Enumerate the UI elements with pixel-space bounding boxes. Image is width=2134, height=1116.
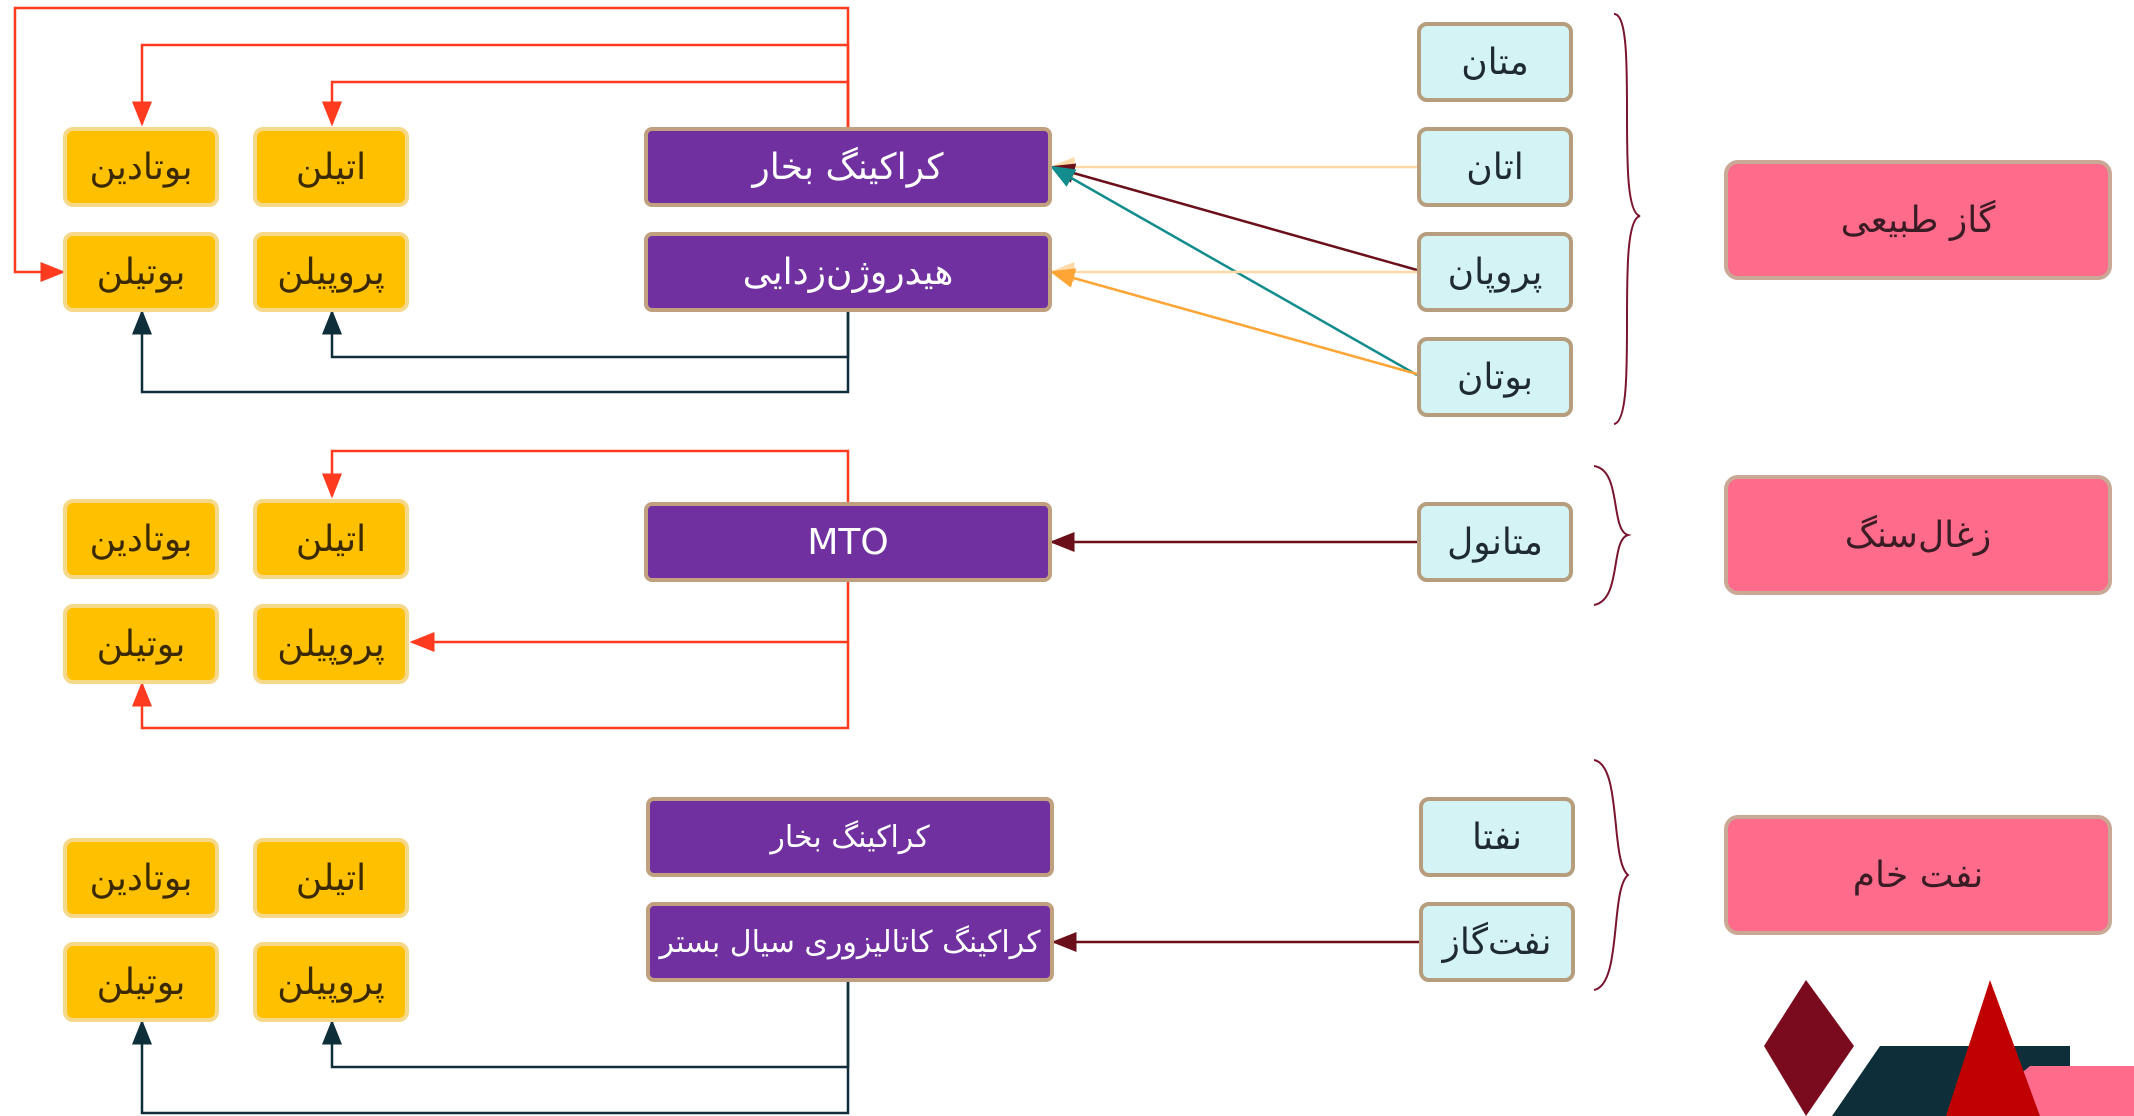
brace-coal — [1593, 465, 1632, 606]
decor-red-triangle — [1946, 980, 2040, 1116]
source-natural-gas: گاز طبیعی — [1724, 160, 2112, 280]
product-butylene-coal: بوتیلن — [63, 604, 219, 684]
product-ethylene-oil: اتیلن — [253, 838, 409, 918]
process-steam-cracking-oil: کراکینگ بخار — [646, 797, 1054, 877]
product-butadiene-coal: بوتادین — [63, 499, 219, 579]
feed-methanol: متانول — [1417, 502, 1573, 582]
process-steam-cracking-oil-label: کراکینگ بخار — [770, 819, 930, 855]
product-propylene-label: پروپیلن — [277, 251, 385, 293]
product-ethylene-gas: اتیلن — [253, 127, 409, 207]
process-dehydrogenation: هیدروژن‌زدایی — [644, 232, 1052, 312]
feed-ethane: اتان — [1417, 127, 1573, 207]
product-butadiene-label: بوتادین — [89, 857, 193, 899]
feed-gasoil: نفت‌گاز — [1419, 902, 1575, 982]
line-fcc-to-butylene — [132, 982, 850, 1115]
source-coal: زغال‌سنگ — [1724, 475, 2112, 595]
feed-gasoil-label: نفت‌گاز — [1442, 921, 1552, 963]
line-sc-to-butadiene — [132, 43, 850, 127]
feed-naphtha-label: نفتا — [1471, 816, 1523, 858]
source-crude-oil: نفت خام — [1724, 815, 2112, 935]
feed-butane-label: بوتان — [1456, 356, 1534, 398]
product-butadiene-label: بوتادین — [89, 518, 193, 560]
line-mto-to-ethylene — [322, 449, 850, 503]
product-butylene-label: بوتیلن — [96, 251, 186, 293]
feed-naphtha: نفتا — [1419, 797, 1575, 877]
process-fcc-label: کراکینگ کاتالیزوری سیال بستر — [659, 924, 1041, 960]
product-butylene-gas: بوتیلن — [63, 232, 219, 312]
product-ethylene-label: اتیلن — [295, 857, 367, 899]
process-steam-cracking: کراکینگ بخار — [644, 127, 1052, 207]
product-ethylene-coal: اتیلن — [253, 499, 409, 579]
line-mto-to-propylene — [409, 582, 850, 652]
product-propylene-label: پروپیلن — [277, 623, 385, 665]
brace-crude-oil — [1593, 759, 1630, 991]
feed-propane-label: پروپان — [1447, 251, 1543, 293]
source-coal-label: زغال‌سنگ — [1844, 514, 1992, 556]
product-ethylene-label: اتیلن — [295, 146, 367, 188]
product-butadiene-label: بوتادین — [89, 146, 193, 188]
feed-propane: پروپان — [1417, 232, 1573, 312]
product-propylene-oil: پروپیلن — [253, 942, 409, 1022]
line-sc-to-ethylene — [322, 80, 850, 127]
product-butylene-label: بوتیلن — [96, 961, 186, 1003]
line-dh-to-propylene — [322, 308, 850, 359]
process-mto: MTO — [644, 502, 1052, 582]
line-propane-to-sc — [1049, 163, 1418, 272]
process-dehydrogenation-label: هیدروژن‌زدایی — [742, 251, 954, 293]
brace-natural-gas — [1613, 13, 1641, 425]
source-natural-gas-label: گاز طبیعی — [1840, 199, 1996, 241]
decor-maroon-diamond — [1764, 980, 1854, 1116]
feed-methane: متان — [1417, 22, 1573, 102]
feed-butane: بوتان — [1417, 337, 1573, 417]
product-butadiene-gas: بوتادین — [63, 127, 219, 207]
corner-decoration — [1764, 980, 2134, 1116]
line-fcc-to-propylene — [322, 982, 850, 1069]
product-butadiene-oil: بوتادین — [63, 838, 219, 918]
feed-methanol-label: متانول — [1447, 521, 1543, 563]
product-butylene-oil: بوتیلن — [63, 942, 219, 1022]
line-mto-to-butylene — [132, 642, 850, 730]
product-propylene-coal: پروپیلن — [253, 604, 409, 684]
process-mto-label: MTO — [807, 521, 889, 563]
product-butylene-label: بوتیلن — [96, 623, 186, 665]
feed-ethane-label: اتان — [1466, 146, 1524, 188]
product-propylene-gas: پروپیلن — [253, 232, 409, 312]
line-butane-to-dh — [1049, 268, 1418, 376]
feed-methane-label: متان — [1461, 41, 1529, 83]
line-dh-to-butylene — [132, 308, 850, 394]
product-ethylene-label: اتیلن — [295, 518, 367, 560]
process-fcc: کراکینگ کاتالیزوری سیال بستر — [646, 902, 1054, 982]
product-propylene-label: پروپیلن — [277, 961, 385, 1003]
process-steam-cracking-label: کراکینگ بخار — [752, 146, 944, 188]
source-crude-oil-label: نفت خام — [1852, 854, 1984, 896]
